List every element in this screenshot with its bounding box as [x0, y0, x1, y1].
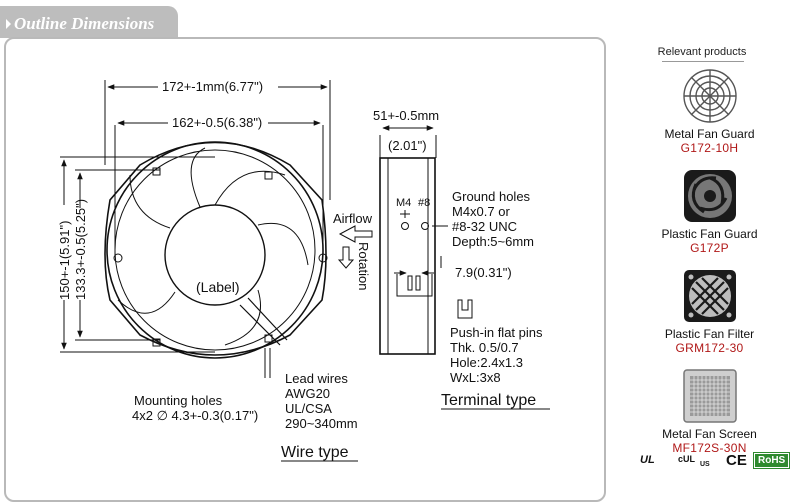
m4-label: M4: [396, 197, 411, 209]
mounting-hole: [113, 253, 123, 263]
fan-side-view: [379, 157, 436, 355]
product-code[interactable]: MF172S-30N: [672, 441, 747, 455]
plastic-fan-filter-icon: [682, 268, 738, 324]
pins-line: Push-in flat pins: [450, 325, 543, 340]
product-code[interactable]: G172P: [690, 241, 729, 255]
airflow-label: Airflow: [333, 211, 373, 226]
hash8-label: #8: [418, 197, 430, 209]
lead-wires-line: UL/CSA: [285, 401, 332, 416]
relevant-products: Relevant products Metal Fan Guard G172-1…: [612, 40, 792, 500]
fan-shroud: [106, 141, 324, 359]
product-name: Plastic Fan Filter: [664, 327, 755, 341]
metal-fan-guard-icon: [682, 68, 738, 124]
lead-wires-line: 290~340mm: [285, 416, 358, 431]
outline-drawing: 172+-1mm(6.77") 162+-0.5(6.38") 150+-1(5…: [57, 79, 550, 462]
ground-holes-line: M4x0.7 or: [452, 204, 510, 219]
product-card[interactable]: Plastic Fan Guard G172P: [612, 168, 795, 255]
drawing-panel: [4, 37, 606, 502]
dim-overall-width: 172+-1mm(6.77"): [162, 79, 263, 94]
relevant-products-heading: Relevant products: [657, 46, 747, 58]
mounting-holes-line: Mounting holes: [134, 393, 223, 408]
metal-fan-screen-icon: [682, 368, 738, 424]
ce-mark: CE: [726, 452, 747, 469]
dim-overall-height: 150+-1(5.91"): [57, 221, 72, 300]
product-card[interactable]: Plastic Fan Filter GRM172-30: [612, 268, 795, 355]
pins-line: Hole:2.4x1.3: [450, 355, 523, 370]
lead-wires-line: Lead wires: [285, 371, 348, 386]
product-name: Metal Fan Screen: [662, 427, 757, 441]
ground-holes-line: Depth:5~6mm: [452, 234, 534, 249]
lead-wires-line: AWG20: [285, 386, 330, 401]
certification-marks: UL cUL US CE RoHS: [640, 452, 795, 474]
ul-mark: UL: [640, 454, 655, 466]
plastic-fan-guard-icon: [682, 168, 738, 224]
pins-line: Thk. 0.5/0.7: [450, 340, 519, 355]
dim-depth: 51+-0.5mm: [373, 108, 439, 123]
product-card[interactable]: Metal Fan Guard G172-10H: [612, 68, 795, 155]
pins-line: WxL:3x8: [450, 370, 501, 385]
mounting-holes-line: 4x2 ∅ 4.3+-0.3(0.17"): [132, 408, 258, 423]
ground-holes-line: Ground holes: [452, 189, 531, 204]
section-title: Outline Dimensions: [14, 14, 155, 33]
dim-hole-spacing-height: 133.3+-0.5(5.25"): [73, 199, 88, 300]
product-name: Metal Fan Guard: [664, 127, 755, 141]
rotation-label: Rotation: [356, 242, 371, 290]
cul-mark: cUL: [678, 454, 696, 464]
us-mark: US: [700, 461, 710, 468]
terminal-type-caption: Terminal type: [441, 392, 536, 409]
product-code[interactable]: G172-10H: [680, 141, 739, 155]
dim-depth-inches: (2.01"): [388, 138, 427, 153]
fan-label: (Label): [196, 279, 240, 295]
ground-holes-line: #8-32 UNC: [452, 219, 517, 234]
pin-spacing: 7.9(0.31"): [455, 265, 512, 280]
wire-type-caption: Wire type: [281, 444, 349, 461]
divider: [662, 61, 744, 62]
product-card[interactable]: Metal Fan Screen MF172S-30N: [612, 368, 795, 455]
product-code[interactable]: GRM172-30: [675, 341, 744, 355]
product-name: Plastic Fan Guard: [661, 227, 758, 241]
caret-right-icon: [6, 19, 11, 29]
rohs-mark: RoHS: [752, 452, 791, 469]
section-tab: Outline Dimensions: [0, 6, 178, 38]
dim-hole-spacing-width: 162+-0.5(6.38"): [172, 115, 262, 130]
